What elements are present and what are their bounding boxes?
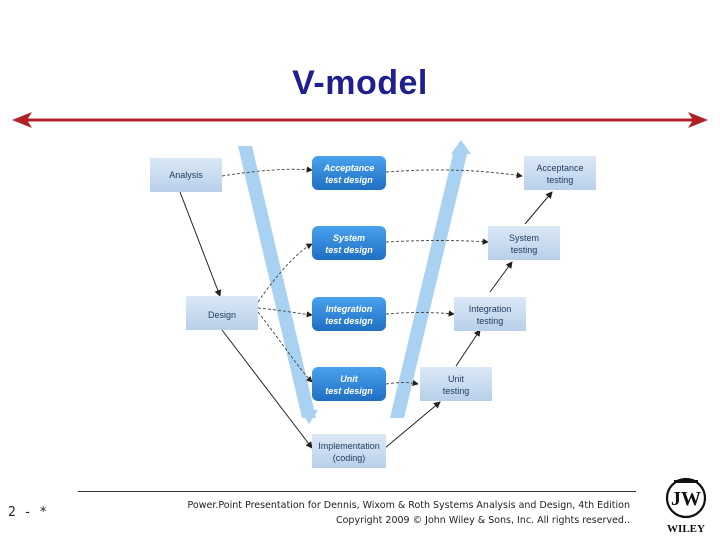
svg-text:Acceptance: Acceptance [323, 163, 375, 173]
acceptance-test-design-box: Acceptance test design [312, 156, 386, 190]
integration-test-design-box: Integration test design [312, 297, 386, 331]
implementation-label: Implementation [318, 441, 380, 451]
footer-divider [78, 491, 636, 492]
svg-text:testing: testing [477, 316, 504, 326]
svg-text:testing: testing [443, 386, 470, 396]
svg-text:test design: test design [325, 386, 373, 396]
svg-text:System: System [333, 233, 365, 243]
v-shape-bands [238, 140, 471, 424]
svg-text:Unit: Unit [448, 374, 465, 384]
svg-text:WILEY: WILEY [667, 523, 705, 535]
system-test-design-box: System test design [312, 226, 386, 260]
system-testing-box: System testing [488, 226, 560, 260]
footer-line-2: Copyright 2009 © John Wiley & Sons, Inc.… [335, 515, 630, 526]
dashed-connectors [221, 166, 523, 387]
svg-text:test design: test design [325, 245, 373, 255]
wiley-logo: JW WILEY [665, 477, 707, 535]
double-headed-arrow [12, 112, 708, 128]
svg-text:JW: JW [671, 488, 701, 510]
implementation-sublabel: (coding) [333, 453, 366, 463]
svg-text:testing: testing [511, 245, 538, 255]
implementation-box: Implementation (coding) [312, 434, 386, 468]
analysis-box: Analysis [150, 158, 222, 192]
integration-testing-box: Integration testing [454, 297, 526, 331]
unit-testing-box: Unit testing [420, 367, 492, 401]
svg-text:Acceptance: Acceptance [536, 163, 583, 173]
svg-text:Unit: Unit [340, 374, 358, 384]
solid-connectors [179, 191, 553, 449]
slide-title: V-model [292, 64, 428, 102]
svg-text:testing: testing [547, 175, 574, 185]
acceptance-testing-box: Acceptance testing [524, 156, 596, 190]
slide-number: 2 - * [8, 505, 48, 520]
design-box: Design [186, 296, 258, 330]
svg-text:System: System [509, 233, 539, 243]
svg-text:Integration: Integration [469, 304, 512, 314]
footer-text: Power.Point Presentation for Dennis, Wix… [150, 498, 630, 528]
svg-text:Integration: Integration [326, 304, 373, 314]
unit-test-design-box: Unit test design [312, 367, 386, 401]
footer-line-1: Power.Point Presentation for Dennis, Wix… [187, 500, 630, 511]
svg-text:test design: test design [325, 175, 373, 185]
design-label: Design [208, 310, 236, 320]
analysis-label: Analysis [169, 170, 203, 180]
svg-text:test design: test design [325, 316, 373, 326]
